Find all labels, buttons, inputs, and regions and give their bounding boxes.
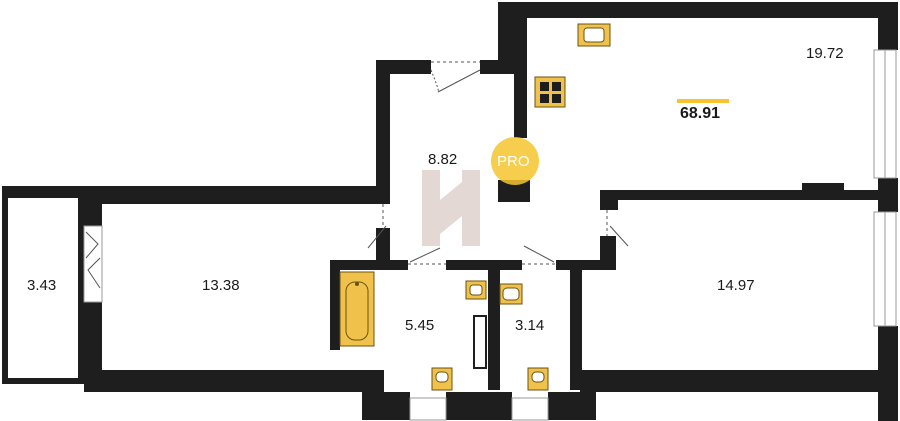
total-area-label: 68.91 <box>680 105 721 122</box>
room-area-toilet: 3.14 <box>515 317 545 334</box>
toilet-icon <box>431 367 453 391</box>
kitchen-sink-icon <box>577 23 611 47</box>
room-area-bedroom-left: 13.38 <box>202 277 240 294</box>
toilet-icon <box>527 367 549 391</box>
room-area-hall: 8.82 <box>428 151 458 168</box>
stove-icon <box>534 76 566 108</box>
room-area-bedroom-right: 14.97 <box>717 277 755 294</box>
room-area-balcony: 3.43 <box>27 277 57 294</box>
bathtub-icon <box>339 271 375 347</box>
doors <box>85 61 629 289</box>
total-area-underline <box>677 99 729 103</box>
washing-machine-icon <box>473 315 487 369</box>
watermark-logo-icon <box>422 170 480 246</box>
washbasin-icon <box>465 280 487 300</box>
pro-badge-label: PRO <box>497 153 530 170</box>
room-area-bathroom: 5.45 <box>405 317 435 334</box>
pro-badge-icon <box>491 137 539 185</box>
washbasin-icon <box>499 283 523 305</box>
room-area-living: 19.72 <box>806 45 844 62</box>
